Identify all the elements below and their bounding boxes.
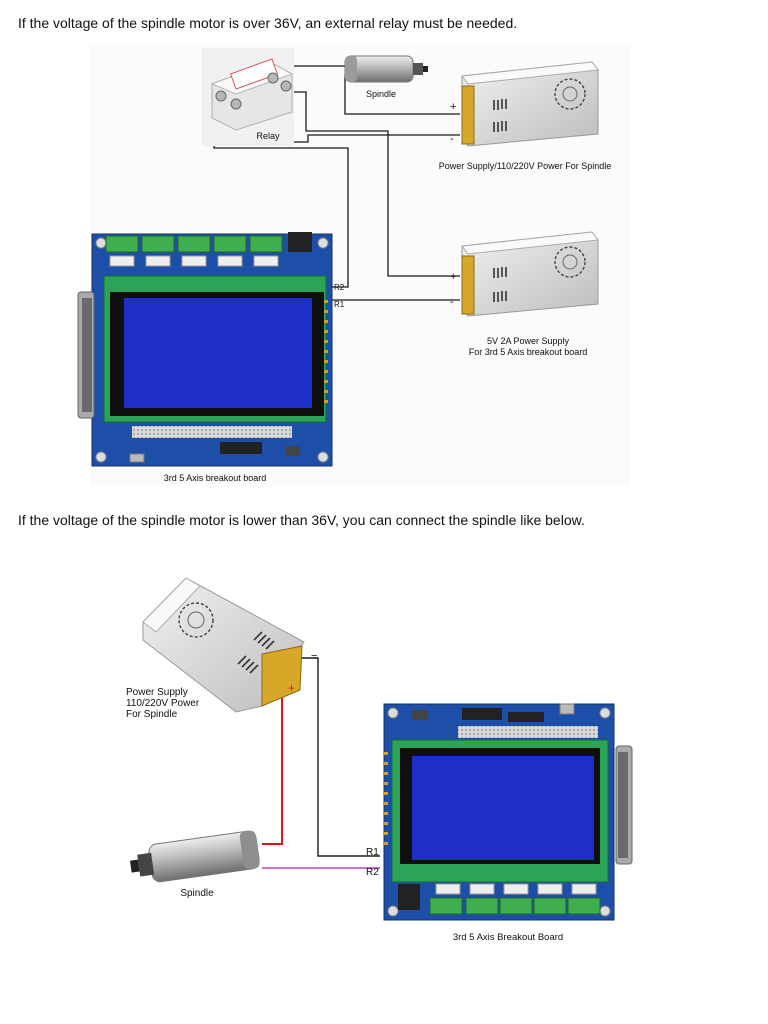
psu-5v-plus: + xyxy=(450,271,456,283)
caption-direct: If the voltage of the spindle motor is l… xyxy=(18,512,585,528)
psu-bottom-label-1: Power Supply xyxy=(126,687,188,698)
spindle-top: Spindle xyxy=(344,55,428,99)
psu-bottom-plus: + xyxy=(288,681,295,695)
psu-bottom-label-3: For Spindle xyxy=(126,709,178,720)
spindle-label-top: Spindle xyxy=(366,89,396,99)
psu-spindle-plus: + xyxy=(450,101,456,113)
board-top-r1: R1 xyxy=(334,300,345,309)
board-top-label: 3rd 5 Axis breakout board xyxy=(164,473,267,483)
psu-bottom: − + Power Supply 110/220V Power For Spin… xyxy=(126,577,317,720)
psu-spindle-label: Power Supply/110/220V Power For Spindle xyxy=(439,161,611,171)
breakout-board-top: R2 R1 3rd 5 Axis breakout board xyxy=(77,232,345,483)
board-bottom-r1: R1 xyxy=(366,847,379,858)
psu-bottom-minus: − xyxy=(311,650,317,662)
wire-black xyxy=(300,657,380,857)
relay-label: Relay xyxy=(256,131,280,141)
psu-5v-minus: - xyxy=(450,296,454,308)
psu-5v-label-2: For 3rd 5 Axis breakout board xyxy=(469,347,588,357)
psu-5v: + - 5V 2A Power Supply For 3rd 5 Axis br… xyxy=(450,231,599,357)
wire-red xyxy=(262,690,283,845)
relay-diagram: Relay Spindle + - Power Supply/ xyxy=(77,46,630,486)
board-top-r2: R2 xyxy=(334,283,345,292)
board-bottom-label: 3rd 5 Axis Breakout Board xyxy=(453,932,563,943)
caption-relay: If the voltage of the spindle motor is o… xyxy=(18,15,518,31)
psu-spindle-minus: - xyxy=(450,133,454,145)
psu-5v-label-1: 5V 2A Power Supply xyxy=(487,336,570,346)
spindle-label-bottom: Spindle xyxy=(180,888,214,899)
relay: Relay xyxy=(202,48,294,146)
breakout-board-bottom: R1 R2 3rd 5 Axis Breakout Board xyxy=(366,703,633,943)
psu-spindle: + - Power Supply/110/220V Power For Spin… xyxy=(439,61,611,171)
direct-diagram: − + Power Supply 110/220V Power For Spin… xyxy=(126,577,633,943)
board-bottom-r2: R2 xyxy=(366,867,379,878)
spindle-bottom: Spindle xyxy=(129,830,260,899)
psu-bottom-label-2: 110/220V Power xyxy=(126,698,200,709)
